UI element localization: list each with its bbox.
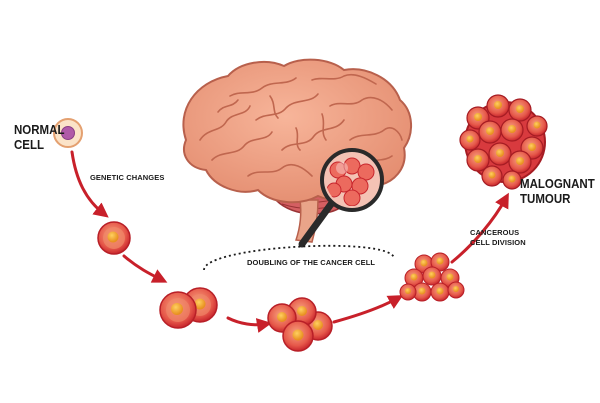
arrow-four-to-cluster	[332, 295, 404, 324]
magnified-cells	[326, 157, 375, 206]
malignant-tumour	[459, 94, 548, 190]
arrow-mutated-to-two	[122, 254, 168, 283]
mutated-cell	[97, 221, 131, 255]
four-cells	[267, 297, 333, 352]
label-normal-cell: NORMAL CELL	[14, 123, 64, 153]
brain-illustration	[182, 58, 412, 243]
magnifying-glass-icon	[298, 148, 384, 248]
label-cancerous-line2: CELL DIVISION	[470, 238, 526, 247]
arrow-normal-to-mutated	[70, 150, 109, 218]
label-cancerous-division: CANCEROUS CELL DIVISION	[470, 228, 526, 248]
label-doubling: DOUBLING OF THE CANCER CELL	[247, 258, 376, 267]
label-genetic-changes: GENETIC CHANGES	[90, 173, 165, 182]
label-normal-cell-line2: CELL	[14, 138, 45, 152]
arrow-two-to-four	[226, 316, 272, 333]
label-normal-cell-line1: NORMAL	[14, 123, 65, 137]
two-cells	[159, 287, 218, 329]
normal-cell	[53, 118, 83, 148]
cell-cluster	[399, 252, 465, 302]
label-malignant-tumour: MALOGNANT TUMOUR	[520, 177, 595, 207]
label-cancerous-line1: CANCEROUS	[470, 228, 520, 237]
label-malignant-line1: MALOGNANT	[520, 177, 595, 191]
label-malignant-line2: TUMOUR	[520, 192, 571, 206]
doubling-dotted-arc	[203, 244, 395, 271]
arrow-cluster-to-tumour	[450, 192, 509, 264]
progression-arrows	[70, 150, 509, 333]
